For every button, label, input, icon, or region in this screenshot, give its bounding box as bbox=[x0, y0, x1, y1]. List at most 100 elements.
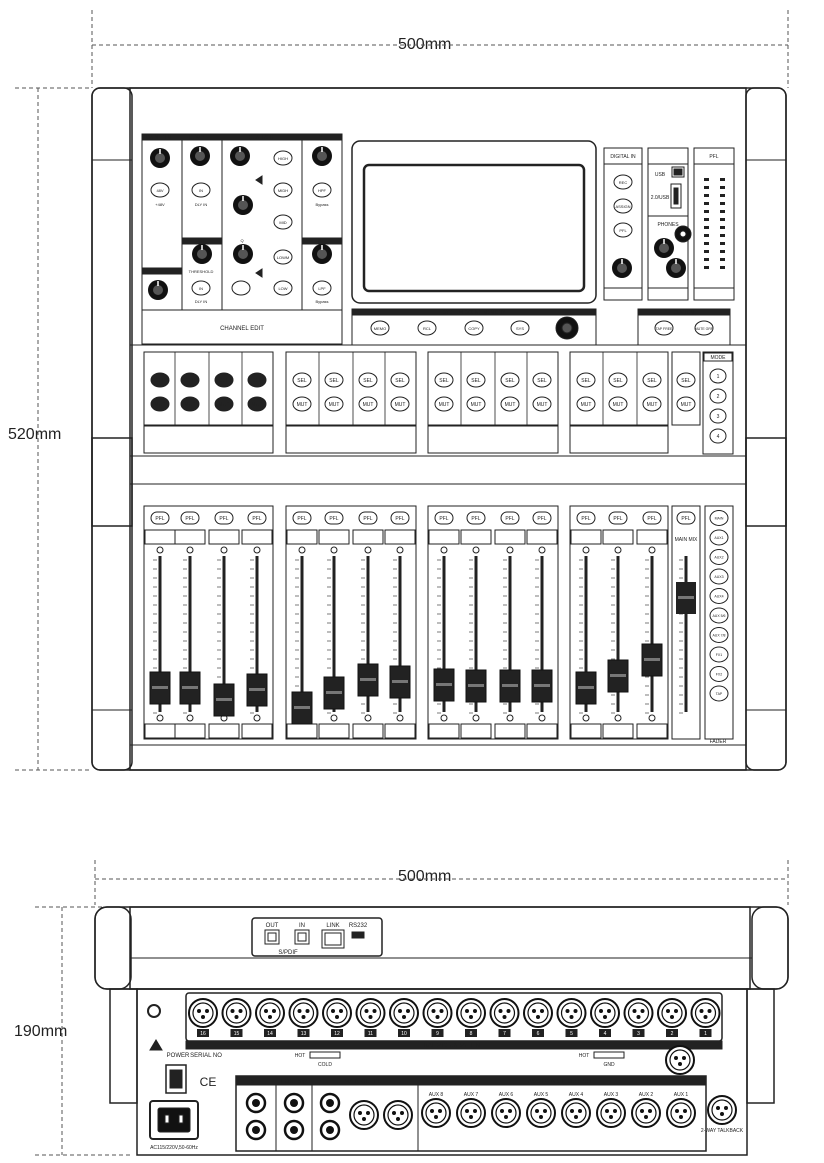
custom-buttons[interactable] bbox=[654, 320, 714, 336]
mute-button[interactable] bbox=[532, 396, 552, 412]
mute-button[interactable] bbox=[576, 396, 596, 412]
pfl-button[interactable] bbox=[292, 511, 312, 525]
mute-button[interactable] bbox=[324, 396, 344, 412]
layer-button bbox=[709, 549, 729, 565]
aux-output-label: AUX 5 bbox=[534, 1092, 549, 1098]
meter-led bbox=[720, 266, 725, 269]
channel-number: 8 bbox=[470, 1031, 473, 1037]
btn-lpf: LPF bbox=[318, 286, 326, 291]
pfl-button[interactable] bbox=[214, 511, 234, 525]
digital-in-section bbox=[603, 147, 735, 301]
meter-led bbox=[704, 194, 709, 197]
main-mute-button[interactable] bbox=[676, 396, 696, 412]
aux-output-xlr bbox=[456, 1098, 486, 1128]
hot-cold-switches[interactable] bbox=[309, 1051, 625, 1059]
sel-button[interactable] bbox=[608, 372, 628, 388]
main-pfl-button[interactable] bbox=[676, 511, 696, 525]
switch-cold-1: COLD bbox=[318, 1062, 332, 1068]
pfl-meter-leds bbox=[704, 178, 725, 269]
pfl-button[interactable] bbox=[466, 511, 486, 525]
pfl-button[interactable] bbox=[358, 511, 378, 525]
layer-button bbox=[709, 685, 729, 702]
rear-jacks[interactable] bbox=[245, 1092, 413, 1141]
sel-button[interactable] bbox=[292, 372, 312, 388]
mute-button[interactable] bbox=[608, 396, 628, 412]
mute-button[interactable] bbox=[500, 396, 520, 412]
aux-output-xlr bbox=[526, 1098, 556, 1128]
sel-button[interactable] bbox=[180, 372, 200, 388]
pfl-button[interactable] bbox=[434, 511, 454, 525]
sel-button[interactable] bbox=[324, 372, 344, 388]
sel-button[interactable] bbox=[434, 372, 454, 388]
sel-button[interactable] bbox=[532, 372, 552, 388]
link-label: LINK bbox=[326, 923, 339, 929]
sel-button[interactable] bbox=[214, 372, 234, 388]
pfl-button[interactable] bbox=[576, 511, 596, 525]
sel-button[interactable] bbox=[150, 372, 170, 388]
talkback-label: 2-WAY TALKBACK bbox=[701, 1128, 744, 1134]
sel-button[interactable] bbox=[358, 372, 378, 388]
edit-knobs[interactable] bbox=[147, 145, 333, 301]
title-hpf: HPF bbox=[315, 135, 325, 141]
phones-knob-1[interactable] bbox=[653, 237, 675, 259]
talkback-xlr[interactable] bbox=[707, 1095, 737, 1125]
sel-label: SEL bbox=[329, 378, 339, 384]
digital-level-knob[interactable] bbox=[611, 257, 633, 279]
layer-button bbox=[709, 588, 729, 604]
digital-in-buttons[interactable] bbox=[613, 174, 633, 238]
aux-output-xlr bbox=[561, 1098, 591, 1128]
pfl-button[interactable] bbox=[390, 511, 410, 525]
mute-label: MUT bbox=[505, 402, 516, 408]
sel-button[interactable] bbox=[576, 372, 596, 388]
mute-button[interactable] bbox=[180, 396, 200, 412]
sel-button[interactable] bbox=[500, 372, 520, 388]
mute-button[interactable] bbox=[214, 396, 234, 412]
pfl-label: PFL bbox=[581, 516, 590, 522]
custom-section bbox=[637, 308, 731, 346]
sel-button[interactable] bbox=[466, 372, 486, 388]
sel-button[interactable] bbox=[390, 372, 410, 388]
edit-buttons[interactable] bbox=[150, 150, 332, 296]
mute-button[interactable] bbox=[466, 396, 486, 412]
sel-label: SEL bbox=[613, 378, 623, 384]
ac-inlet[interactable] bbox=[149, 1100, 199, 1140]
pfl-button[interactable] bbox=[500, 511, 520, 525]
mute-button[interactable] bbox=[390, 396, 410, 412]
phones-knob-2[interactable] bbox=[665, 257, 687, 279]
mode-button-label: 2 bbox=[717, 394, 720, 400]
pfl-label: PFL bbox=[219, 516, 228, 522]
sel-button[interactable] bbox=[642, 372, 662, 388]
pfl-button[interactable] bbox=[324, 511, 344, 525]
pfl-button[interactable] bbox=[642, 511, 662, 525]
btn-low: LOW bbox=[278, 286, 287, 291]
talkback-input-xlr[interactable] bbox=[665, 1045, 695, 1075]
mute-button[interactable] bbox=[358, 396, 378, 412]
pfl-button[interactable] bbox=[150, 511, 170, 525]
sub-48v: +48V bbox=[155, 202, 165, 207]
mute-button[interactable] bbox=[434, 396, 454, 412]
sub-hpf-bypass: Bypass bbox=[315, 202, 328, 207]
scene-buttons[interactable] bbox=[370, 316, 579, 340]
mute-button[interactable] bbox=[150, 396, 170, 412]
main-sel-button[interactable] bbox=[676, 372, 696, 388]
mode-button-label: 1 bbox=[717, 374, 720, 380]
mute-button[interactable] bbox=[292, 396, 312, 412]
spdif-ports[interactable] bbox=[264, 929, 365, 949]
pfl-button[interactable] bbox=[180, 511, 200, 525]
pfl-button[interactable] bbox=[532, 511, 552, 525]
sel-button[interactable] bbox=[247, 372, 267, 388]
pfl-button[interactable] bbox=[608, 511, 628, 525]
mute-button[interactable] bbox=[247, 396, 267, 412]
mode-column bbox=[702, 351, 734, 455]
layer-button-label: AUX 7/8 bbox=[712, 634, 725, 638]
mute-button[interactable] bbox=[642, 396, 662, 412]
usb-ports[interactable] bbox=[670, 166, 692, 243]
power-switch[interactable] bbox=[165, 1064, 187, 1094]
btn-gate-in: IN bbox=[199, 286, 203, 291]
btn-comp-in: IN bbox=[199, 188, 203, 193]
pfl-button[interactable] bbox=[247, 511, 267, 525]
